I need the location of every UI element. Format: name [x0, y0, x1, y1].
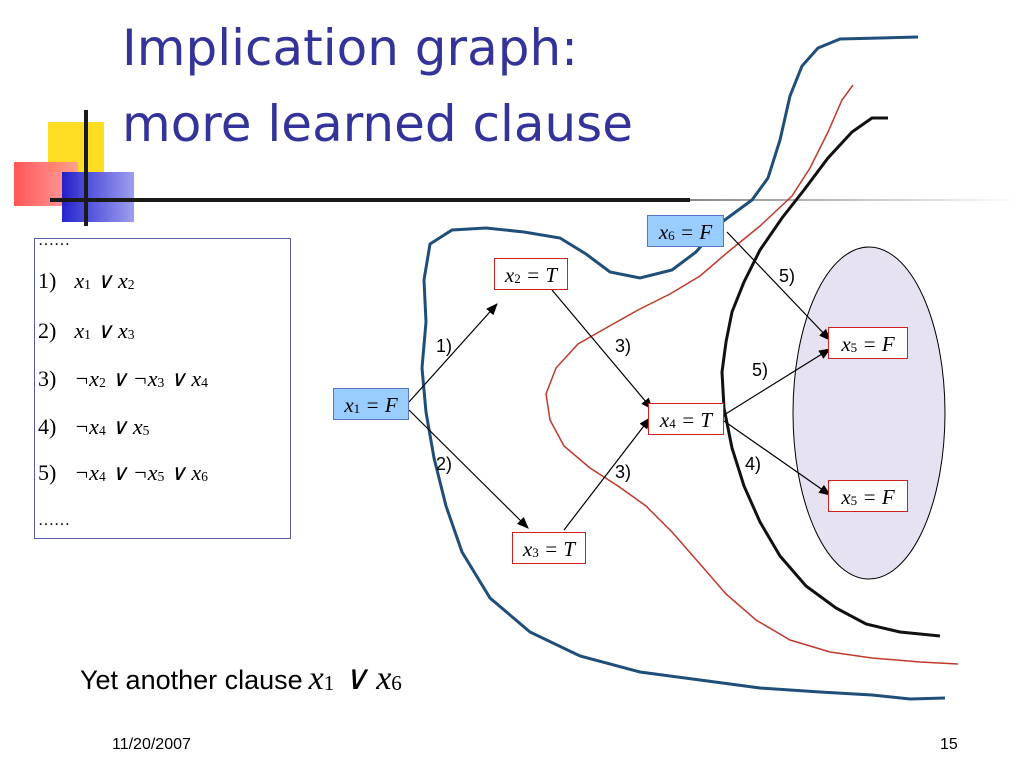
cut-curve-red [545, 84, 959, 665]
node-x1: x1 = F [333, 388, 409, 420]
node-x2: x2 = T [494, 258, 568, 290]
node-x3-label: x3 = T [522, 537, 576, 561]
edges [408, 231, 832, 531]
clause-row: 2) x1 ∨ x3 [38, 318, 135, 344]
edge-x6-x5a [726, 231, 831, 341]
edge-x1-x2 [408, 303, 498, 403]
node-x1-label: x1 = F [344, 393, 398, 417]
node-x5-lower-label: x5 = F [841, 485, 895, 509]
footer-date: 11/20/2007 [112, 736, 191, 753]
clause-row: 1) x1 ∨ x2 [38, 268, 135, 294]
clause-row: 5) ¬x4 ∨ ¬x5 ∨ x6 [38, 460, 208, 486]
caption-text: Yet another clause [80, 665, 303, 695]
edge-label-x4-x5-lower: 4) [745, 454, 762, 474]
clause-row: 3) ¬x2 ∨ ¬x3 ∨ x4 [38, 366, 208, 392]
clause-expression: ¬x4 ∨ ¬x5 ∨ x6 [74, 460, 208, 485]
title-line-2: more learned clause [122, 95, 633, 153]
edge-label-x2-x4: 3) [615, 336, 632, 356]
node-x3: x3 = T [512, 532, 586, 564]
edge-label-x6-x5: 5) [779, 266, 796, 286]
clause-ellipsis-bottom: …… [38, 512, 70, 529]
edge-x1-x3 [408, 409, 529, 529]
title-rule [50, 198, 690, 202]
node-x5-upper: x5 = F [828, 327, 908, 359]
vertical-bar [84, 110, 88, 226]
node-x6: x6 = F [647, 215, 724, 247]
edge-label-x1-x2: 1) [436, 336, 453, 356]
clause-expression: ¬x2 ∨ ¬x3 ∨ x4 [74, 366, 208, 391]
node-x5-upper-label: x5 = F [841, 332, 895, 356]
blue-square [62, 172, 134, 222]
decoration [12, 110, 142, 230]
edge-label-x4-x5-upper: 5) [752, 360, 769, 380]
node-x2-label: x2 = T [504, 263, 558, 287]
clause-expression: x1 ∨ x3 [74, 318, 135, 343]
node-x5-lower: x5 = F [828, 480, 908, 512]
edge-label-x1-x3: 2) [436, 454, 453, 474]
clause-ellipsis-top: …… [38, 232, 70, 249]
node-x4: x4 = T [648, 403, 724, 435]
edge-x4-x5a [723, 348, 832, 416]
edge-x3-x4 [563, 417, 651, 531]
clause-expression: x1 ∨ x2 [74, 268, 135, 293]
clause-number: 2) [38, 318, 57, 343]
clause-number: 5) [38, 460, 57, 485]
page-number: 15 [940, 736, 958, 753]
node-x4-label: x4 = T [659, 408, 713, 432]
clause-number: 1) [38, 268, 57, 293]
conflict-ellipse [792, 246, 946, 580]
node-x6-label: x6 = F [658, 220, 713, 244]
clause-number: 3) [38, 366, 57, 391]
clause-expression: ¬x4 ∨ x5 [74, 414, 150, 439]
clause-list-box [34, 238, 291, 539]
cut-curve-blue [420, 35, 946, 701]
caption-clause: x1 ∨ x6 [308, 660, 402, 697]
clause-row: 4) ¬x4 ∨ x5 [38, 414, 149, 440]
clause-number: 4) [38, 414, 57, 439]
edge-x4-x5b [723, 420, 831, 496]
title-rule-fade [690, 199, 1020, 201]
edge-label-x3-x4: 3) [615, 462, 632, 482]
cut-curve-black [720, 116, 941, 638]
edge-x2-x4 [551, 289, 653, 410]
title-line-1: Implication graph: [122, 19, 578, 77]
